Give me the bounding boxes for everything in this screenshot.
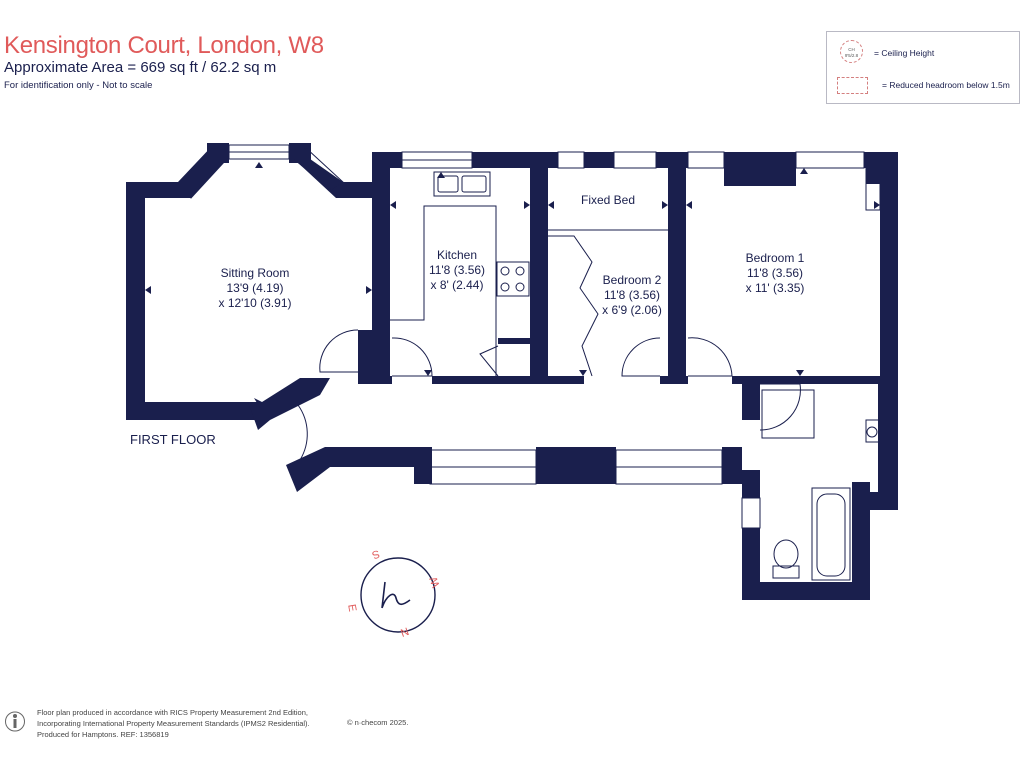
doors — [297, 329, 801, 461]
bedroom1-dim-metric: x 11' (3.35) — [745, 281, 805, 295]
bedroom1-name: Bedroom 1 — [745, 251, 805, 265]
copyright-text: n·checom 2025. — [354, 718, 409, 727]
fixtures — [390, 167, 881, 581]
dimension-arrows — [145, 162, 880, 408]
sitting-room-name: Sitting Room — [220, 266, 290, 280]
footer-line2: Incorporating International Property Mea… — [37, 719, 310, 728]
kitchen-dim-imperial: 11'8 (3.56) — [428, 263, 486, 277]
ceiling-height-symbol: CH 9'5/2.8 — [840, 40, 863, 63]
kitchen-dim-metric: x 8' (2.44) — [430, 278, 484, 292]
kitchen-label: Kitchen 11'8 (3.56) x 8' (2.44) — [415, 248, 499, 293]
approximate-area: Approximate Area = 669 sq ft / 62.2 sq m — [4, 59, 277, 76]
rics-logo-icon — [5, 711, 25, 732]
compass — [360, 557, 436, 633]
footer-line1: Floor plan produced in accordance with R… — [37, 708, 308, 717]
footer-line3: Produced for Hamptons. REF: 1356819 — [37, 730, 169, 739]
bedroom2-dim-imperial: 11'8 (3.56) — [603, 288, 661, 302]
identification-note: For identification only - Not to scale — [4, 80, 153, 91]
fixed-bed-label: Fixed Bed — [580, 193, 636, 207]
bedroom2-name: Bedroom 2 — [602, 273, 662, 287]
sitting-room-label: Sitting Room 13'9 (4.19) x 12'10 (3.91) — [210, 266, 300, 311]
plan-title: Kensington Court, London, W8 — [4, 32, 324, 59]
copyright: © n·checom 2025. — [347, 718, 409, 727]
bedroom2-dim-metric: x 6'9 (2.06) — [602, 303, 662, 317]
footer-text: Floor plan produced in accordance with R… — [37, 707, 310, 740]
kitchen-name: Kitchen — [436, 248, 478, 262]
legend: CH 9'5/2.8 = Ceiling Height = Reduced he… — [826, 31, 1020, 104]
reduced-headroom-symbol — [837, 77, 868, 94]
windows — [177, 144, 865, 529]
ceiling-height-label: = Ceiling Height — [874, 48, 935, 58]
sitting-room-dim-metric: x 12'10 (3.91) — [218, 296, 292, 310]
bedroom1-label: Bedroom 1 11'8 (3.56) x 11' (3.35) — [731, 251, 819, 296]
bedroom1-dim-imperial: 11'8 (3.56) — [746, 266, 804, 280]
walls — [126, 143, 898, 600]
bedroom2-label: Bedroom 2 11'8 (3.56) x 6'9 (2.06) — [592, 273, 672, 318]
sitting-room-dim-imperial: 13'9 (4.19) — [226, 281, 284, 295]
reduced-headroom-label: = Reduced headroom below 1.5m — [882, 80, 1010, 90]
floor-label: FIRST FLOOR — [130, 432, 216, 447]
